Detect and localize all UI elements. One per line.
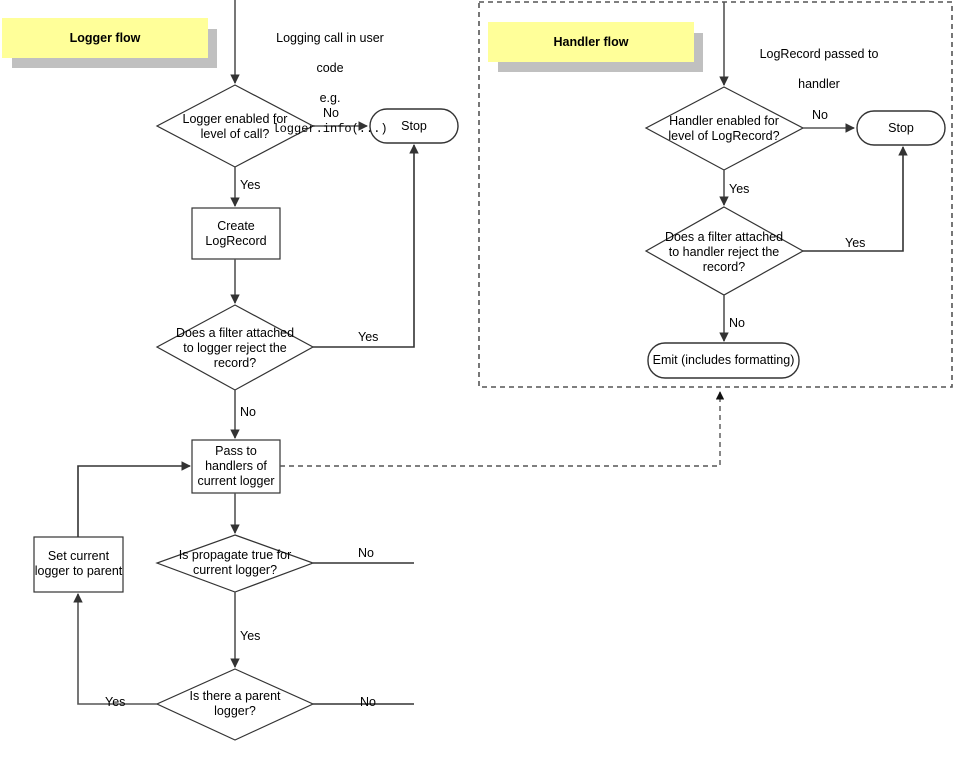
edge-label-logger-enabled-no: No [323,106,339,120]
set-current-logger-process-shape [33,536,124,593]
handler-flow-container [478,1,953,388]
emit-terminal-shape [647,342,800,379]
edge-label-logger-filter-yes: Yes [358,330,379,344]
edge-set-logger-to-pass [77,461,191,537]
edge-pass-to-handler-flow [280,391,725,467]
edge-handler-filter-yes [803,146,908,252]
edge-label-propagate-no: No [358,546,374,560]
edge-label-logger-filter-no: No [240,405,256,419]
edge-label-logger-enabled-yes: Yes [240,178,261,192]
edge-label-handler-filter-no: No [729,316,745,330]
create-logrecord-process-shape [191,207,281,260]
parent-logger-decision-shape [155,668,315,741]
handler-flow-banner: Handler flow [488,22,694,62]
edge-logger-filter-yes [313,144,419,348]
edge-parent-yes [73,593,157,705]
edge-label-propagate-yes: Yes [240,629,261,643]
logger-flow-banner: Logger flow [2,18,208,58]
handler-stop-terminal-shape [856,110,946,146]
edge-label-handler-filter-yes: Yes [845,236,866,250]
edge-label-handler-enabled-no: No [812,108,828,122]
logger-flow-banner-label: Logger flow [69,31,141,45]
edge-label-handler-enabled-yes: Yes [729,182,750,196]
pass-to-handlers-process-shape [191,439,281,494]
handler-filter-decision-shape [644,206,805,296]
logger-enabled-decision-shape [155,84,315,168]
handler-flow-banner-label: Handler flow [553,35,629,49]
logger-filter-decision-shape [155,304,315,391]
logger-stop-terminal-shape [369,108,459,144]
handler-enabled-decision-shape [644,86,805,171]
propagate-decision-shape [155,534,315,593]
edge-label-parent-no: No [360,695,376,709]
edge-label-parent-yes: Yes [105,695,126,709]
